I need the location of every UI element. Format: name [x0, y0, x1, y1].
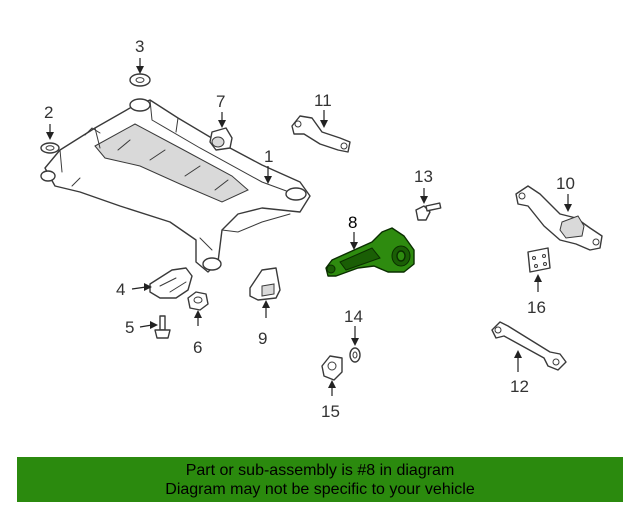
- callout-15: 15: [321, 402, 340, 421]
- link-part-8-highlighted[interactable]: [325, 227, 415, 277]
- callout-16: 16: [527, 298, 546, 317]
- callout-12: 12: [510, 377, 529, 396]
- upper-arm-part-11[interactable]: [291, 115, 351, 153]
- washer-part-3[interactable]: [129, 73, 151, 87]
- callout-10: 10: [556, 174, 575, 193]
- callout-3: 3: [135, 37, 144, 56]
- callout-labels: 1 2 3 4 5 6 7 8 9 10 11 12 13 14 15 16: [44, 37, 575, 421]
- control-arm-part-10[interactable]: [515, 185, 603, 251]
- callout-2: 2: [44, 103, 53, 122]
- callout-13: 13: [414, 167, 433, 186]
- banner-line-part-info: Part or sub-assembly is #8 in diagram: [185, 461, 455, 479]
- washer-part-2[interactable]: [40, 142, 60, 154]
- washer-part-14[interactable]: [349, 347, 361, 363]
- callout-5: 5: [125, 318, 134, 337]
- callout-11: 11: [314, 91, 332, 110]
- leader-lines: [46, 58, 572, 396]
- diagram-notice-banner: Part or sub-assembly is #8 in diagram Di…: [17, 457, 623, 502]
- callout-8-selected: 8: [348, 213, 357, 232]
- bushing-part-7[interactable]: [209, 127, 233, 151]
- nut-part-15[interactable]: [321, 355, 343, 381]
- bolt-part-13[interactable]: [415, 202, 442, 221]
- subframe-part-1[interactable]: [40, 98, 311, 273]
- bolt-part-5[interactable]: [154, 315, 171, 339]
- callout-7: 7: [216, 92, 225, 111]
- callout-9: 9: [258, 329, 267, 348]
- bracket-part-4[interactable]: [149, 267, 193, 299]
- callout-6: 6: [193, 338, 202, 357]
- nut-part-6[interactable]: [187, 291, 209, 311]
- callout-14: 14: [344, 307, 363, 326]
- banner-line-disclaimer: Diagram may not be specific to your vehi…: [165, 480, 475, 498]
- bracket-part-16[interactable]: [527, 247, 551, 273]
- callout-1: 1: [264, 147, 273, 166]
- mount-part-9[interactable]: [249, 267, 281, 301]
- callout-4: 4: [116, 280, 125, 299]
- lateral-link-part-12[interactable]: [491, 321, 567, 371]
